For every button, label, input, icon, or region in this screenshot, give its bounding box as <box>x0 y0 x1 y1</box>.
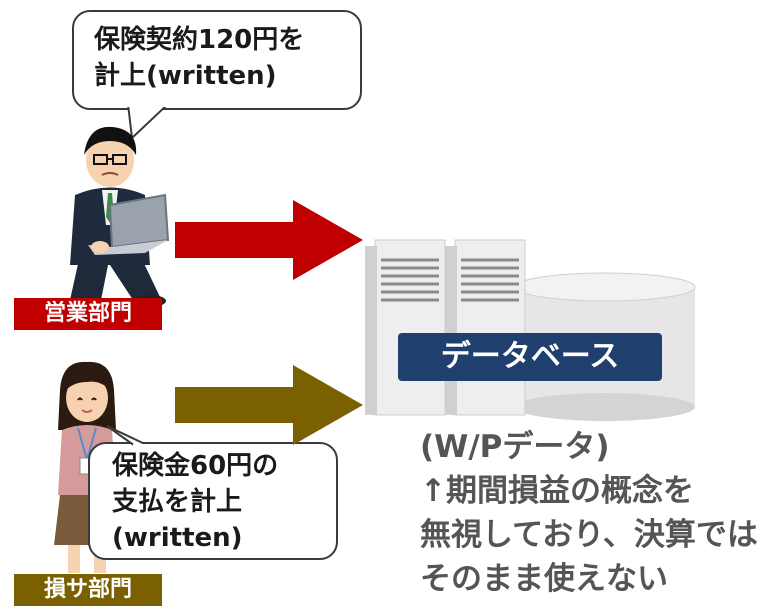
sales-bubble-line-2: 計上(written) <box>94 61 277 91</box>
claims-bubble-line-2: 支払を計上 <box>112 487 243 517</box>
claims-bubble-line-1: 保険金60円の <box>112 451 279 481</box>
note-line-4: そのまま使えない <box>420 561 668 597</box>
sales-speech-bubble: 保険契約120円を 計上(written) <box>72 10 362 110</box>
claims-arrow <box>175 365 363 445</box>
sales-arrow <box>175 200 363 280</box>
claims-bubble-tail <box>106 425 151 448</box>
database-label: データベース <box>398 333 662 381</box>
salesman-illustration <box>64 126 170 311</box>
note-line-3: 無視しており、決算では <box>420 517 758 553</box>
note-line-2: ↑期間損益の概念を <box>420 473 694 509</box>
note-line-1: (W/Pデータ) <box>420 429 610 465</box>
claims-speech-bubble: 保険金60円の 支払を計上 (written) <box>88 442 338 560</box>
sales-bubble-line-1: 保険契約120円を <box>94 25 305 55</box>
claims-dept-label: 損サ部門 <box>14 574 162 606</box>
sales-dept-label: 営業部門 <box>14 298 162 330</box>
wp-data-note: (W/Pデータ) ↑期間損益の概念を 無視しており、決算では そのまま使えない <box>420 425 758 601</box>
sales-bubble-tail <box>126 104 170 140</box>
claims-bubble-line-3: (written) <box>112 523 243 553</box>
server-illustration <box>365 239 696 421</box>
